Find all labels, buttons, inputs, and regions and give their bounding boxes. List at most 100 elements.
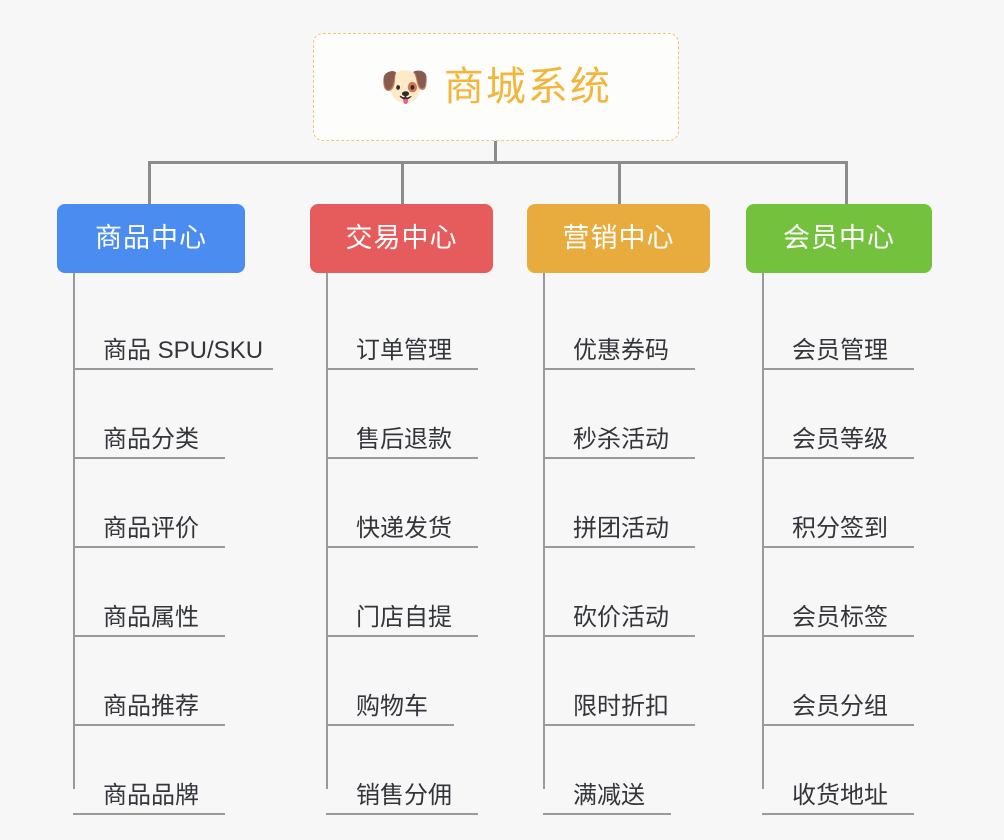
leaf-item-rule (73, 813, 225, 815)
leaf-item-rule (326, 813, 478, 815)
branch-header-label: 交易中心 (345, 223, 458, 253)
branch-column-product-center: 商品中心 商品 SPU/SKU 商品分类 商品评价 商品属性 商品推荐 (57, 204, 273, 815)
leaf-item-label: 购物车 (356, 692, 428, 720)
leaf-item-rule (762, 724, 914, 726)
leaf-item-label: 销售分佣 (356, 781, 452, 809)
leaf-item[interactable]: 商品推荐 (73, 637, 245, 726)
leaf-item-label: 快递发货 (356, 514, 452, 542)
leaf-item-label: 订单管理 (356, 336, 452, 364)
leaf-item-rule (543, 546, 695, 548)
leaf-item[interactable]: 快递发货 (326, 459, 493, 548)
leaf-item-rule (762, 635, 914, 637)
leaf-item[interactable]: 售后退款 (326, 370, 493, 459)
leaf-item[interactable]: 门店自提 (326, 548, 493, 637)
connector-drop-3 (618, 161, 621, 204)
leaf-item-label: 秒杀活动 (573, 425, 669, 453)
leaf-item[interactable]: 会员分组 (762, 637, 932, 726)
root-node[interactable]: 🐶 商城系统 (313, 33, 679, 141)
leaf-item[interactable]: 积分签到 (762, 459, 932, 548)
leaf-item-label: 商品 SPU/SKU (103, 336, 264, 364)
root-node-title: 商城系统 (443, 65, 612, 109)
leaf-item-label: 商品推荐 (103, 692, 199, 720)
leaf-item-rule (73, 724, 225, 726)
leaf-item-rule (543, 368, 695, 370)
leaf-item-label: 会员标签 (792, 603, 888, 631)
leaf-item-rule (73, 635, 225, 637)
leaf-item[interactable]: 销售分佣 (326, 726, 493, 815)
leaf-item[interactable]: 商品评价 (73, 459, 245, 548)
leaf-item-rule (73, 457, 225, 459)
leaf-spine (73, 273, 75, 789)
leaf-item-label: 砍价活动 (573, 603, 669, 631)
leaf-item[interactable]: 满减送 (543, 726, 710, 815)
leaf-item[interactable]: 商品 SPU/SKU (73, 281, 273, 370)
connector-drop-1 (148, 161, 151, 204)
leaf-list-trade-center: 订单管理 售后退款 快递发货 门店自提 购物车 销售分佣 (326, 273, 493, 815)
leaf-list-member-center: 会员管理 会员等级 积分签到 会员标签 会员分组 收货地址 (762, 273, 932, 815)
branch-column-member-center: 会员中心 会员管理 会员等级 积分签到 会员标签 会员分组 (746, 204, 932, 815)
leaf-item-label: 满减送 (573, 781, 645, 809)
branch-header-product-center[interactable]: 商品中心 (57, 204, 245, 273)
leaf-item-label: 商品属性 (103, 603, 199, 631)
leaf-item-label: 拼团活动 (573, 514, 669, 542)
leaf-item-rule (543, 813, 671, 815)
leaf-item-rule (326, 724, 454, 726)
leaf-item-label: 商品品牌 (103, 781, 199, 809)
leaf-item-rule (543, 457, 695, 459)
branch-header-label: 营销中心 (562, 223, 675, 253)
leaf-item-rule (73, 546, 225, 548)
leaf-item-label: 会员管理 (792, 336, 888, 364)
branch-header-label: 会员中心 (783, 223, 895, 253)
connector-root-stem (494, 141, 497, 163)
branch-header-marketing-center[interactable]: 营销中心 (527, 204, 710, 273)
shiba-dog-face-icon: 🐶 (380, 65, 430, 109)
leaf-item[interactable]: 商品分类 (73, 370, 245, 459)
leaf-item[interactable]: 秒杀活动 (543, 370, 710, 459)
connector-drop-2 (401, 161, 404, 204)
branch-column-marketing-center: 营销中心 优惠券码 秒杀活动 拼团活动 砍价活动 限时折扣 (527, 204, 710, 815)
leaf-item[interactable]: 商品品牌 (73, 726, 245, 815)
leaf-item-rule (543, 724, 695, 726)
leaf-spine (326, 273, 328, 789)
leaf-item[interactable]: 优惠券码 (543, 281, 710, 370)
leaf-item-label: 收货地址 (792, 781, 888, 809)
leaf-item[interactable]: 限时折扣 (543, 637, 710, 726)
leaf-item-label: 限时折扣 (573, 692, 669, 720)
leaf-item-label: 积分签到 (792, 514, 888, 542)
leaf-list-marketing-center: 优惠券码 秒杀活动 拼团活动 砍价活动 限时折扣 满减送 (543, 273, 710, 815)
branch-header-member-center[interactable]: 会员中心 (746, 204, 932, 273)
leaf-item-rule (762, 457, 914, 459)
leaf-item-label: 商品评价 (103, 514, 199, 542)
leaf-item-label: 会员分组 (792, 692, 888, 720)
leaf-item-label: 商品分类 (103, 425, 199, 453)
leaf-item-rule (326, 368, 478, 370)
connector-drop-4 (845, 161, 848, 204)
leaf-item-rule (762, 368, 914, 370)
leaf-item[interactable]: 商品属性 (73, 548, 245, 637)
leaf-item[interactable]: 购物车 (326, 637, 493, 726)
leaf-item[interactable]: 会员标签 (762, 548, 932, 637)
leaf-item-label: 售后退款 (356, 425, 452, 453)
branch-column-trade-center: 交易中心 订单管理 售后退款 快递发货 门店自提 购物车 (310, 204, 493, 815)
leaf-item-label: 门店自提 (356, 603, 452, 631)
leaf-item-rule (543, 635, 695, 637)
leaf-item-rule (73, 368, 273, 370)
leaf-item-label: 优惠券码 (573, 336, 669, 364)
branch-header-label: 商品中心 (95, 223, 207, 253)
leaf-item[interactable]: 会员等级 (762, 370, 932, 459)
leaf-item[interactable]: 拼团活动 (543, 459, 710, 548)
connector-horizontal-bus (148, 161, 848, 164)
leaf-item-rule (326, 457, 478, 459)
leaf-item[interactable]: 订单管理 (326, 281, 493, 370)
leaf-item[interactable]: 会员管理 (762, 281, 932, 370)
leaf-spine (543, 273, 545, 789)
branch-header-trade-center[interactable]: 交易中心 (310, 204, 493, 273)
leaf-item[interactable]: 收货地址 (762, 726, 932, 815)
leaf-spine (762, 273, 764, 789)
leaf-item-rule (762, 813, 914, 815)
leaf-item-rule (762, 546, 914, 548)
leaf-item-rule (326, 546, 478, 548)
leaf-item[interactable]: 砍价活动 (543, 548, 710, 637)
leaf-list-product-center: 商品 SPU/SKU 商品分类 商品评价 商品属性 商品推荐 商品品牌 (73, 273, 273, 815)
